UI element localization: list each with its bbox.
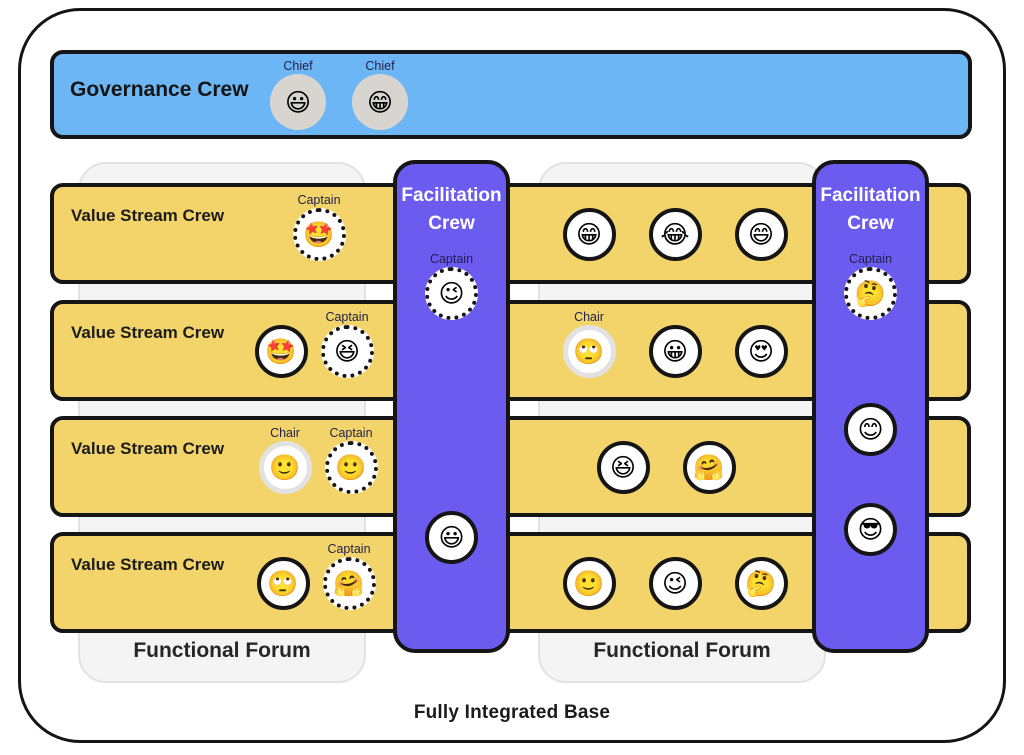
avatar[interactable]: 🤩 xyxy=(292,208,346,261)
value-stream-crew-title: Value Stream Crew xyxy=(71,555,225,574)
person-role-label: Captain xyxy=(329,426,373,440)
row-right-members: 🙂 😉 🤔 xyxy=(560,542,790,610)
avatar[interactable]: 😁 xyxy=(352,74,408,130)
facilitation-crew-title: Facilitation Crew xyxy=(401,185,502,234)
person-member[interactable]: 🤗 xyxy=(680,426,738,494)
avatar[interactable]: 😁 xyxy=(562,208,616,261)
avatar[interactable]: 😆 xyxy=(320,325,374,378)
avatar[interactable]: 🙂 xyxy=(324,441,378,494)
row-left-members: Captain🤩 xyxy=(290,193,348,261)
avatar[interactable]: 😂 xyxy=(648,208,702,261)
person-role-label: Chair xyxy=(270,426,300,440)
person-member[interactable]: 😃 xyxy=(423,496,481,564)
avatar[interactable]: 🙂 xyxy=(258,441,312,494)
person-chief[interactable]: Chief😁 xyxy=(351,59,409,130)
person-member[interactable]: 😍 xyxy=(732,310,790,378)
value-stream-crew-title: Value Stream Crew xyxy=(71,323,225,342)
avatar[interactable]: 😃 xyxy=(425,511,478,564)
facilitation-member-slot: 😃 xyxy=(397,496,506,564)
person-role-label: Captain xyxy=(848,252,893,266)
avatar[interactable]: 🙂 xyxy=(562,557,616,610)
row-left-members: 🤩Captain😆 xyxy=(252,310,376,378)
person-captain[interactable]: Captain🤩 xyxy=(290,193,348,261)
person-role-label: Chief xyxy=(283,59,313,73)
row-right-members: 😆 🤗 xyxy=(594,426,738,494)
governance-crew-members: Chief😃Chief😁 xyxy=(269,59,409,130)
person-role-label: Captain xyxy=(327,542,371,556)
person-member[interactable]: 🤩 xyxy=(252,310,310,378)
person-member[interactable]: 🙄 xyxy=(254,542,312,610)
person-chair[interactable]: Chair🙂 xyxy=(256,426,314,494)
row-right-members: 😁 😂 😄 xyxy=(560,193,790,261)
governance-crew-title: Governance Crew xyxy=(70,78,249,101)
facilitation-member-slot: Captain🤔 xyxy=(816,252,925,320)
person-member[interactable]: 😄 xyxy=(732,193,790,261)
facilitation-member-slot: 😊 xyxy=(816,388,925,456)
avatar[interactable]: 😃 xyxy=(270,74,326,130)
functional-forum-label: Functional Forum xyxy=(133,639,311,662)
governance-crew-bar[interactable]: Governance Crew Chief😃Chief😁 xyxy=(50,50,972,139)
row-right-members: Chair🙄 😀 😍 xyxy=(560,310,790,378)
avatar[interactable]: 🙄 xyxy=(256,557,310,610)
person-captain[interactable]: Captain🤔 xyxy=(842,252,900,320)
value-stream-crew-title: Value Stream Crew xyxy=(71,439,225,458)
avatar[interactable]: 🤗 xyxy=(322,557,376,610)
person-role-label: Captain xyxy=(429,252,474,266)
person-role-label: Captain xyxy=(325,310,369,324)
avatar[interactable]: 😄 xyxy=(734,208,788,261)
avatar[interactable]: 🙄 xyxy=(562,325,616,378)
person-member[interactable]: 🤔 xyxy=(732,542,790,610)
avatar[interactable]: 🤗 xyxy=(682,441,736,494)
person-member[interactable]: 🙂 xyxy=(560,542,618,610)
person-member[interactable]: 😂 xyxy=(646,193,704,261)
row-left-members: Chair🙂Captain🙂 xyxy=(256,426,380,494)
base-label: Fully Integrated Base xyxy=(413,702,611,723)
person-captain[interactable]: Captain🙂 xyxy=(322,426,380,494)
person-chair[interactable]: Chair🙄 xyxy=(560,310,618,378)
person-member[interactable]: 😎 xyxy=(842,488,900,556)
person-member[interactable]: 😀 xyxy=(646,310,704,378)
person-captain[interactable]: Captain😆 xyxy=(318,310,376,378)
person-member[interactable]: 😁 xyxy=(560,193,618,261)
avatar[interactable]: 😉 xyxy=(648,557,702,610)
avatar[interactable]: 😍 xyxy=(734,325,788,378)
avatar[interactable]: 😆 xyxy=(596,441,650,494)
avatar[interactable]: 😎 xyxy=(844,503,897,556)
person-member[interactable]: 😆 xyxy=(594,426,652,494)
person-member[interactable]: 😉 xyxy=(646,542,704,610)
avatar[interactable]: 😀 xyxy=(648,325,702,378)
value-stream-crew-title: Value Stream Crew xyxy=(71,206,225,225)
facilitation-crew-title: Facilitation Crew xyxy=(820,185,921,234)
person-captain[interactable]: Captain😉 xyxy=(423,252,481,320)
avatar[interactable]: 🤔 xyxy=(734,557,788,610)
avatar[interactable]: 😉 xyxy=(425,267,478,320)
person-member[interactable]: 😊 xyxy=(842,388,900,456)
person-chief[interactable]: Chief😃 xyxy=(269,59,327,130)
person-role-label: Captain xyxy=(297,193,341,207)
facilitation-member-slot: 😎 xyxy=(816,488,925,556)
person-role-label: Chief xyxy=(365,59,395,73)
functional-forum-label: Functional Forum xyxy=(593,639,771,662)
avatar[interactable]: 🤔 xyxy=(844,267,897,320)
person-captain[interactable]: Captain🤗 xyxy=(320,542,378,610)
facilitation-member-slot: Captain😉 xyxy=(397,252,506,320)
row-left-members: 🙄Captain🤗 xyxy=(254,542,378,610)
person-role-label: Chair xyxy=(574,310,604,324)
avatar[interactable]: 😊 xyxy=(844,403,897,456)
avatar[interactable]: 🤩 xyxy=(254,325,308,378)
